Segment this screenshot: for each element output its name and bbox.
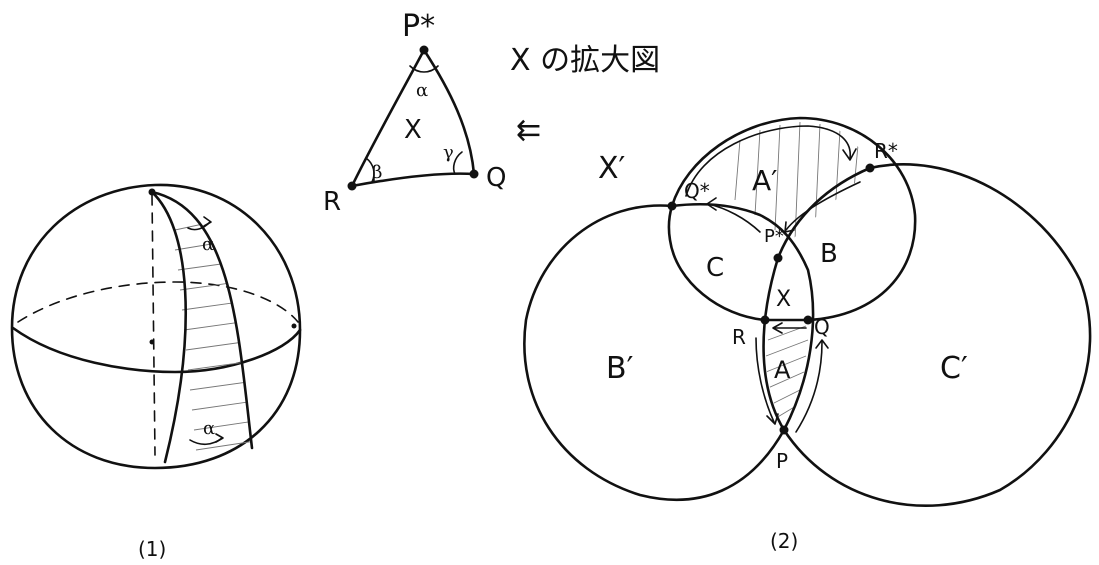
figure1-angle-top-label: α — [202, 234, 214, 255]
triangle-vertex-top-dot — [419, 45, 429, 55]
axis-dashed — [151, 194, 156, 456]
circle-left — [523, 202, 815, 502]
title-label: X の拡大図 — [510, 43, 660, 78]
triangle-vertex-left-dot — [347, 181, 357, 191]
equator-back — [17, 281, 299, 323]
point-rstar-dot — [865, 163, 875, 173]
figure1-angle-bottom-label: α — [203, 418, 215, 439]
arrow-arc-top-head — [842, 148, 857, 161]
point-q-label: Q — [814, 315, 830, 339]
sphere-figure: α α (1) — [10, 183, 302, 561]
triangle-side-right — [422, 48, 476, 176]
point-r-label: R — [732, 325, 746, 349]
region-bprime-label: B′ — [606, 351, 634, 386]
arrow-rstar-pstar-head — [784, 221, 795, 233]
point-p-dot — [779, 425, 789, 435]
arrow-r-p-head — [766, 413, 779, 425]
angle-arc-bottom-arrow — [215, 433, 224, 443]
arrow-p-q — [795, 341, 823, 433]
lune-edge-inner — [150, 190, 187, 464]
angle-arc-top-arrow — [203, 216, 212, 227]
region-x-label: X — [776, 287, 791, 312]
triangle-vertex-right-label: Q — [486, 163, 506, 193]
arrow-arc-top — [685, 125, 851, 197]
equator-dot — [291, 323, 297, 329]
point-q-dot — [803, 315, 813, 325]
center-dot — [149, 339, 155, 345]
lune-edge-outer — [150, 190, 254, 450]
circle-top — [667, 116, 917, 322]
point-qstar-dot — [667, 201, 677, 211]
aprime-shading — [734, 121, 859, 241]
arrow-r-p — [755, 337, 775, 423]
sphere-outline — [10, 183, 302, 470]
arrow-p-q-head — [815, 339, 829, 349]
point-pstar-dot — [773, 253, 783, 263]
region-c-label: C — [706, 253, 724, 283]
a-shading — [765, 325, 809, 419]
arrow-q-r-head — [772, 322, 783, 334]
triangle-angle-top-label: α — [416, 80, 428, 101]
region-aprime-label: A′ — [752, 164, 778, 197]
triangle-vertex-left-label: R — [323, 187, 341, 217]
equator-front — [11, 326, 302, 374]
enlarge-arrow-icon: ⇇ — [516, 113, 541, 148]
arrow-pstar-qstar — [707, 203, 761, 233]
arrow-pstar-qstar-head — [706, 197, 717, 211]
triangle-vertex-top-label: P* — [402, 9, 435, 44]
arrow-rstar-pstar — [785, 181, 861, 231]
triangle-side-left — [350, 48, 426, 188]
region-cprime-label: C′ — [940, 351, 968, 386]
point-p-label: P — [776, 449, 788, 473]
region-xprime-label: X′ — [598, 151, 626, 186]
point-rstar-label: R* — [874, 139, 898, 163]
triangle-angle-arc-right — [452, 151, 463, 175]
region-b-label: B — [820, 239, 838, 269]
north-pole-dot — [148, 188, 156, 196]
triangle-angle-left-label: β — [372, 162, 382, 183]
triangle-angle-arc-left — [365, 157, 375, 183]
point-qstar-label: Q* — [684, 179, 710, 203]
point-r-dot — [760, 315, 770, 325]
triangle-region-label: X — [404, 115, 422, 145]
circles-figure: A′ B C X A B′ C′ X′ Q* R* P* R Q P (2) — [523, 116, 1092, 553]
triangle-angle-arc-top — [409, 65, 439, 73]
region-a-label: A — [774, 356, 791, 384]
figure2-caption: (2) — [770, 529, 798, 553]
figure1-caption: (1) — [138, 537, 166, 561]
triangle-enlarged: P* R Q X α β γ ⇇ X の拡大図 — [323, 9, 660, 217]
triangle-vertex-right-dot — [469, 169, 479, 179]
point-pstar-label: P* — [764, 226, 784, 247]
triangle-angle-right-label: γ — [443, 142, 454, 163]
triangle-side-bottom — [350, 172, 476, 188]
